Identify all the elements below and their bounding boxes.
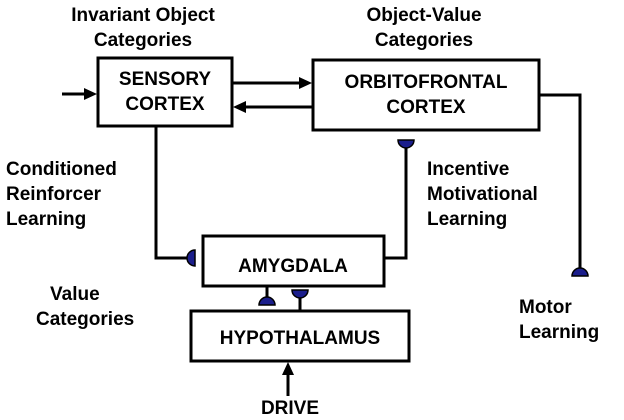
conditioned-reinforcer-pathway	[154, 126, 188, 260]
amygdala-label: AMYGDALA	[238, 256, 348, 277]
motor-learning-synapse	[571, 267, 589, 277]
value-link-left-synapse	[258, 296, 276, 306]
object-value-categories-line1: Object-Value	[366, 5, 481, 26]
object-value-categories-line2: Categories	[375, 30, 473, 51]
hypothalamus-node: HYPOTHALAMUS	[189, 309, 411, 363]
input-arrowhead	[84, 88, 97, 100]
incentive-motivational-learning-line1: Incentive	[427, 159, 509, 180]
invariant-object-categories-label: Invariant Object Categories	[71, 5, 215, 51]
drive-label: DRIVE	[261, 398, 319, 419]
incentive-motivational-synapse	[397, 139, 415, 149]
sensory-cortex-label-line2: CORTEX	[125, 94, 205, 115]
amygdala-box	[201, 234, 386, 288]
incentive-motivational-learning-line2: Motivational	[427, 184, 538, 205]
sensory-to-orbitofrontal-arrowhead	[299, 77, 312, 89]
sensory-cortex-box	[96, 56, 234, 128]
incentive-motivational-learning-label: Incentive Motivational Learning	[427, 159, 538, 230]
incentive-motivational-pathway	[384, 148, 408, 260]
motor-learning-pathway	[539, 93, 582, 268]
conditioned-reinforcer-synapse	[186, 249, 196, 267]
conditioned-reinforcer-learning-label: Conditioned Reinforcer Learning	[6, 159, 117, 230]
drive-arrowhead	[282, 362, 294, 375]
value-categories-line2: Categories	[36, 309, 134, 330]
value-categories-line1: Value	[50, 284, 100, 305]
invariant-object-categories-line1: Invariant Object	[71, 5, 215, 26]
value-link-right-synapse	[291, 289, 309, 299]
amygdala-node: AMYGDALA	[201, 234, 386, 288]
incentive-motivational-learning-line3: Learning	[427, 209, 507, 230]
sensory-cortex-label-line1: SENSORY	[119, 69, 212, 90]
orbitofrontal-cortex-node: ORBITOFRONTAL CORTEX	[311, 58, 541, 132]
orbitofrontal-to-sensory-arrowhead	[233, 101, 246, 113]
orbitofrontal-cortex-label-line1: ORBITOFRONTAL	[345, 72, 508, 93]
sensory-cortex-node: SENSORY CORTEX	[96, 56, 234, 128]
hypothalamus-label: HYPOTHALAMUS	[220, 328, 380, 349]
motor-learning-line2: Learning	[519, 322, 599, 343]
invariant-object-categories-line2: Categories	[94, 30, 192, 51]
orbitofrontal-cortex-label-line2: CORTEX	[386, 97, 466, 118]
conditioned-reinforcer-learning-line1: Conditioned	[6, 159, 117, 180]
motor-learning-label: Motor Learning	[519, 297, 599, 343]
conditioned-reinforcer-learning-line3: Learning	[6, 209, 86, 230]
orbitofrontal-cortex-box	[311, 58, 541, 132]
object-value-categories-label: Object-Value Categories	[366, 5, 481, 51]
motor-learning-line1: Motor	[519, 297, 572, 318]
value-categories-label: Value Categories	[36, 284, 134, 330]
conditioned-reinforcer-learning-line2: Reinforcer	[6, 184, 102, 205]
